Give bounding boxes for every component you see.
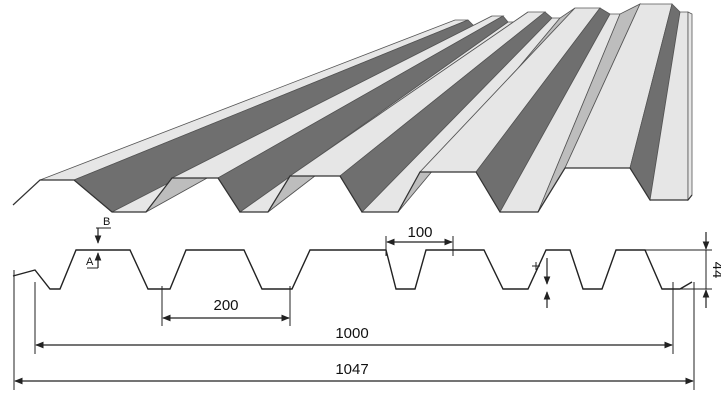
dimension-rib-pitch: 200 bbox=[161, 286, 291, 326]
section-marker-a: A bbox=[86, 252, 102, 269]
dimension-profile-height: 44 bbox=[645, 232, 721, 308]
sheet-facet bbox=[687, 11, 693, 202]
overall-width-label: 1047 bbox=[335, 361, 368, 378]
effective-width-label: 1000 bbox=[335, 325, 368, 342]
profile-height-label: 44 bbox=[709, 262, 721, 279]
rib-pitch-label: 200 bbox=[213, 297, 238, 314]
dimension-effective-width: 1000 bbox=[34, 282, 674, 354]
sheet-front-edge bbox=[12, 167, 693, 213]
section-marker-b: B bbox=[94, 216, 111, 244]
dimension-rib-top: 100 bbox=[385, 224, 454, 256]
section-label-a: A bbox=[86, 256, 94, 268]
rib-top-width-label: 100 bbox=[407, 224, 432, 241]
cross-section-profile bbox=[12, 249, 693, 290]
profile-outline bbox=[12, 249, 693, 290]
dimension-overall-width: 1047 bbox=[13, 270, 695, 390]
thickness-indicator bbox=[532, 258, 551, 308]
corrugated-sheet-illustration bbox=[12, 3, 693, 213]
section-label-b: B bbox=[103, 216, 110, 228]
